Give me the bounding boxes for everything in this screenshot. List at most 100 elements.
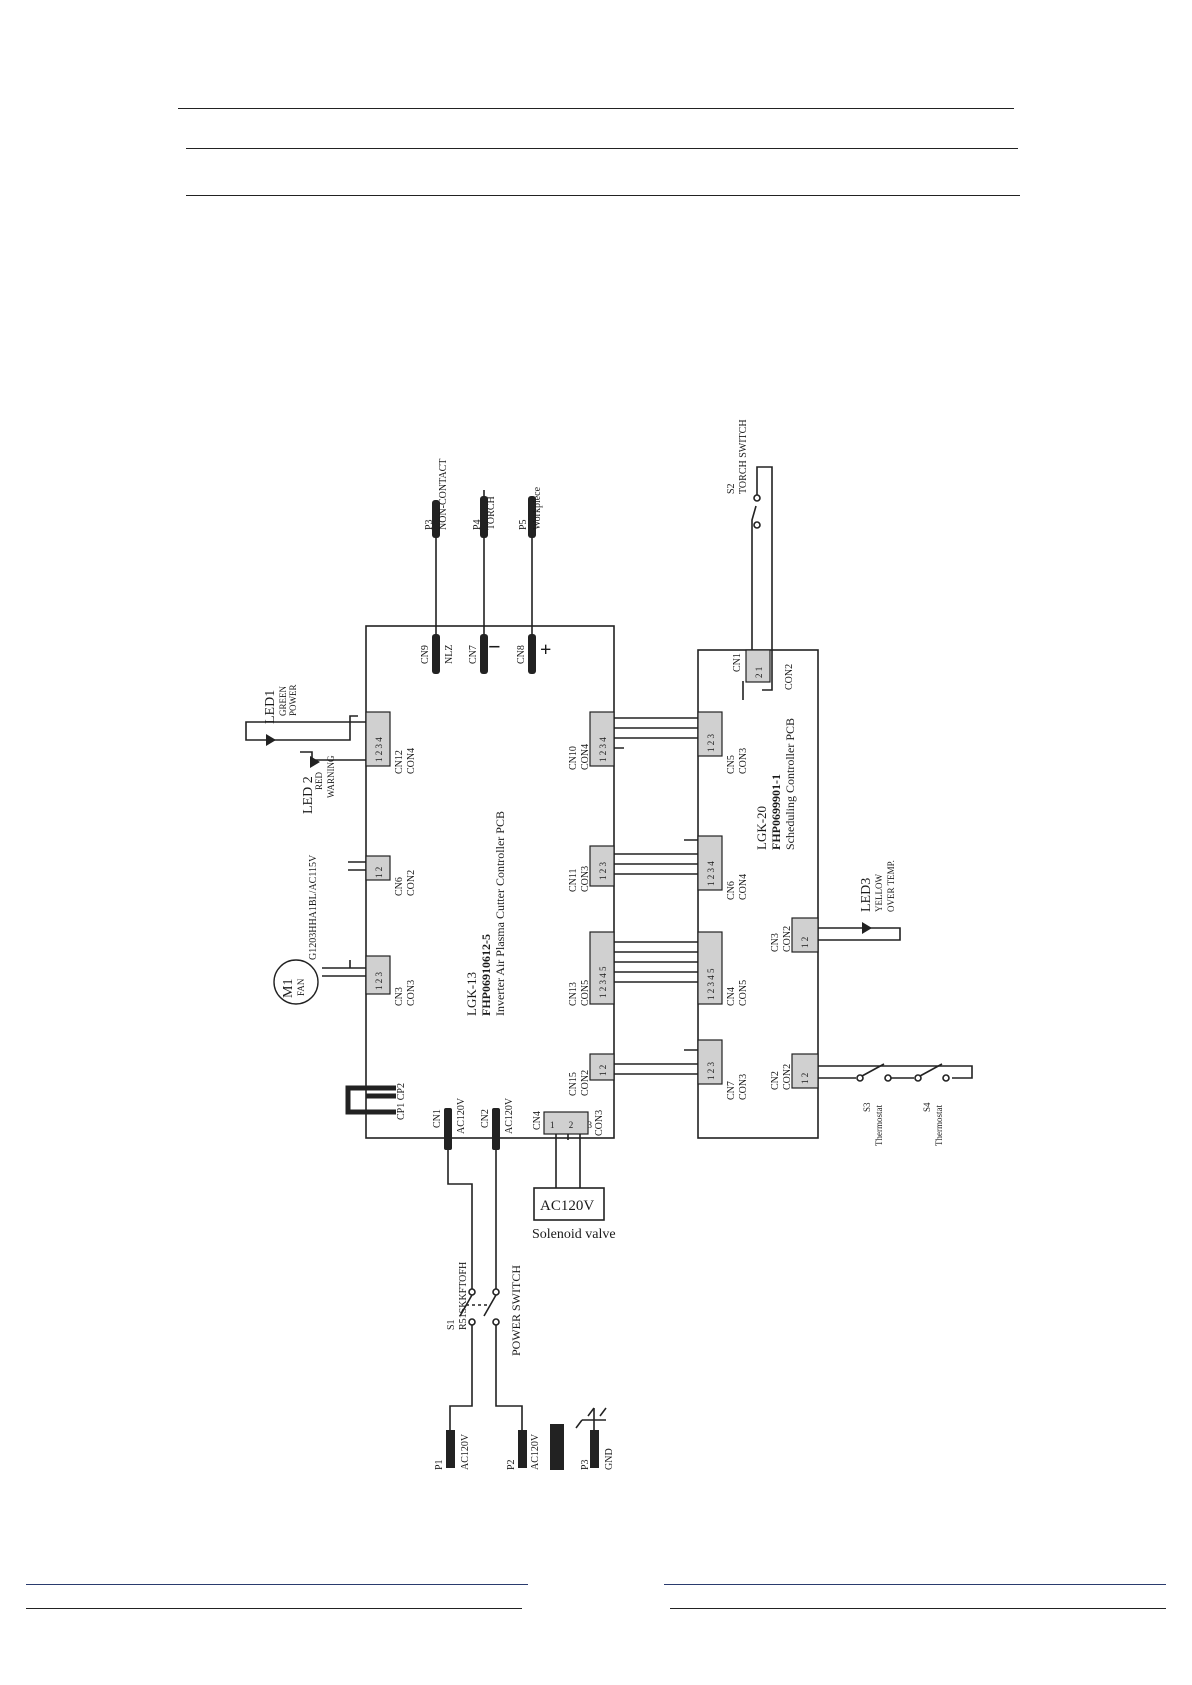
- bottom-cn2-v: AC120V: [504, 1097, 515, 1134]
- plug-p3-v: GND: [604, 1448, 615, 1470]
- bottom-cn4-con: CON3: [594, 1110, 605, 1136]
- s4-id: S4: [922, 1102, 932, 1112]
- cn3-cn: CN3: [394, 987, 405, 1006]
- power-switch-label: POWER SWITCH: [509, 1265, 523, 1356]
- cn6-connector: [365, 855, 391, 881]
- led3-label: OVER TEMP.: [886, 860, 896, 912]
- cn13-pins: 1 2 3 4 5: [598, 966, 608, 998]
- sched-cn5-con: CON3: [738, 748, 749, 774]
- fan-label: FAN: [296, 978, 306, 996]
- cn11-connector: [589, 845, 615, 887]
- cn3-sched-right-connector: [791, 917, 819, 953]
- led2-label: WARNING: [326, 755, 336, 798]
- led1-id: LED1: [263, 690, 278, 724]
- cn12-cn: CN12: [394, 750, 405, 774]
- bottom-cn2: CN2: [480, 1109, 491, 1128]
- cn10-pins: 1 2 3 4: [598, 737, 608, 762]
- solenoid-label: Solenoid valve: [532, 1227, 616, 1242]
- cn7-sched-connector: [697, 1039, 723, 1085]
- cn11-pins: 1 2 3: [598, 862, 608, 881]
- bottom-cn1-v: AC120V: [456, 1097, 467, 1134]
- cp-label: CP1 CP2: [396, 1083, 407, 1120]
- led2-color: RED: [314, 771, 324, 790]
- cn13-cn: CN13: [568, 982, 579, 1006]
- cn6-sched-connector: [697, 835, 723, 891]
- sched-cn5-pins: 1 2 3: [706, 734, 716, 753]
- main-pcb-model: LGK-13: [464, 972, 479, 1016]
- p3-id: P3: [424, 519, 435, 530]
- s2-name: TORCH SWITCH: [738, 419, 749, 494]
- cn15-connector: [589, 1053, 615, 1081]
- led1-label: POWER: [288, 685, 298, 717]
- sched-pcb-part: FHP0699901-1: [769, 774, 783, 850]
- cn3-pins: 1 2 3: [374, 972, 384, 991]
- cn12-pins: 1 2 3 4: [374, 737, 384, 762]
- sched-cn3-cn: CN3: [770, 933, 781, 952]
- s3-id: S3: [862, 1102, 872, 1112]
- sched-cn7-cn: CN7: [726, 1081, 737, 1100]
- sched-cn2-cn: CN2: [770, 1071, 781, 1090]
- sched-cn4-con: CON5: [738, 980, 749, 1006]
- cn6-pins: 1 2: [374, 867, 384, 878]
- cn1-sched-connector: [745, 649, 771, 683]
- cn3-con: CON3: [406, 980, 417, 1006]
- sched-pcb-desc: Scheduling Controller PCB: [783, 718, 797, 850]
- cn8-label: CN8: [516, 645, 527, 664]
- main-pcb-desc: Inverter Air Plasma Cutter Controller PC…: [493, 811, 507, 1016]
- cn4-sched-connector: [697, 931, 723, 1005]
- sched-cn1-con: CON2: [784, 664, 795, 690]
- fan-id: M1: [281, 979, 296, 998]
- plug-p2-v: AC120V: [530, 1433, 541, 1470]
- p4-name: TORCH: [486, 496, 497, 530]
- p3-name: NON-CONTACT: [438, 459, 449, 530]
- sched-cn6-con: CON4: [738, 874, 749, 900]
- s2-id: S2: [726, 483, 737, 494]
- cn15-con: CON2: [580, 1070, 591, 1096]
- p5-id: P5: [518, 519, 529, 530]
- cn10-cn: CN10: [568, 746, 579, 770]
- sched-pcb-model: LGK-20: [754, 806, 769, 850]
- sched-cn7-pins: 1 2 3: [706, 1062, 716, 1081]
- cn6-con: CON2: [406, 870, 417, 896]
- header-rule-3: [186, 195, 1020, 196]
- s4-label: Thermostat: [934, 1105, 944, 1146]
- cn7-minus: −: [488, 634, 501, 659]
- cn9-label: CN9: [420, 645, 431, 664]
- cn3-connector: [365, 955, 391, 995]
- main-pcb-part: FHP06910612-5: [479, 934, 493, 1016]
- led1-color: GREEN: [278, 686, 288, 716]
- fan-spec: G1203HHA1BL/AC115V: [308, 854, 319, 960]
- plug-p1-id: P1: [434, 1459, 445, 1470]
- led3-color: YELLOW: [874, 874, 884, 912]
- footer-rule-right-2: [670, 1608, 1166, 1609]
- footer-rule-left-2: [26, 1608, 522, 1609]
- s3-label: Thermostat: [874, 1105, 884, 1146]
- plug-p3-id: P3: [580, 1459, 591, 1470]
- cn15-cn: CN15: [568, 1072, 579, 1096]
- bottom-cn1: CN1: [432, 1109, 443, 1128]
- bottom-cn4: CN4: [532, 1111, 543, 1130]
- cn13-con: CON5: [580, 980, 591, 1006]
- s1-id: S1: [446, 1319, 457, 1330]
- footer-rule-right-1: [664, 1584, 1166, 1585]
- cn10-con: CON4: [580, 744, 591, 770]
- cn15-pins: 1 2: [598, 1065, 608, 1076]
- solenoid-valve-box: [533, 1187, 605, 1221]
- sched-cn4-pins: 1 2 3 4 5: [706, 968, 716, 1000]
- cn13-connector: [589, 931, 615, 1005]
- sched-cn1-pins: 2 1: [754, 667, 764, 678]
- cn6-cn: CN6: [394, 877, 405, 896]
- plug-p2-id: P2: [506, 1459, 517, 1470]
- plug-p1-v: AC120V: [460, 1433, 471, 1470]
- sched-cn1-label: CN1: [732, 653, 743, 672]
- cn2-sched-right-connector: [791, 1053, 819, 1089]
- footer-rule-left-1: [26, 1584, 528, 1585]
- p5-name: Workpiece: [532, 486, 543, 530]
- sched-cn7-con: CON3: [738, 1074, 749, 1100]
- s1-model: R51SKKFTOFH: [458, 1262, 469, 1330]
- sched-cn6-cn: CN6: [726, 881, 737, 900]
- cn4-solenoid-connector: [543, 1111, 589, 1135]
- sched-cn6-pins: 1 2 3 4: [706, 861, 716, 886]
- cn9-sub: NLZ: [444, 645, 455, 664]
